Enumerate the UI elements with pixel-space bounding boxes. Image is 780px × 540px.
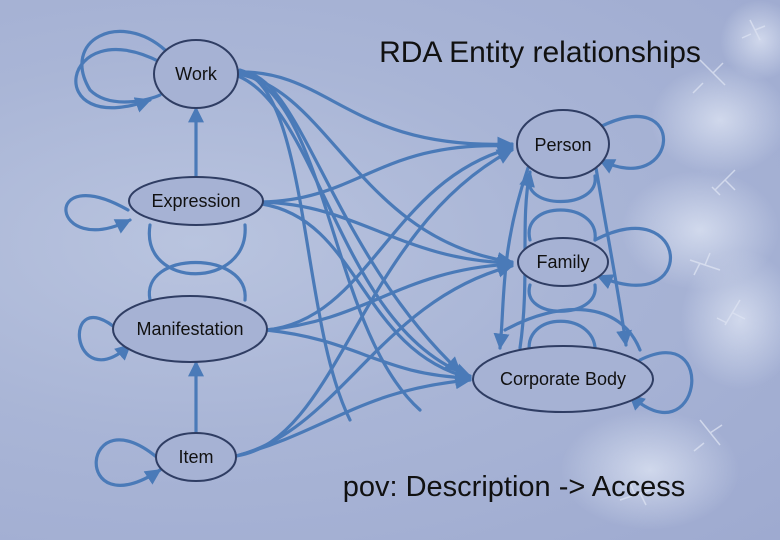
work-self-loop [74,48,162,113]
work-to-corporate-edge [236,74,472,379]
person-family-loop-a [527,174,597,203]
family-to-corporate-cross [503,307,642,352]
work-to-person-edge [236,70,514,153]
person-to-corporate-edge-right [594,166,633,347]
node-family[interactable]: Family [517,237,609,287]
manifestation-to-person-edge [264,143,514,332]
work-long-curve-b [238,70,422,412]
expression-to-corporate-edge [260,202,472,383]
background-fractal-decoration [560,0,780,530]
work-long-curve-a [238,68,352,422]
node-manifestation-label: Manifestation [136,319,243,339]
family-self-loop [593,226,673,290]
item-to-family-edge [234,261,514,458]
node-manifestation[interactable]: Manifestation [112,295,268,363]
person-family-loop-b [527,208,597,242]
family-corporate-loop-a [527,283,597,313]
node-work[interactable]: Work [153,39,239,109]
expression-manifestation-loop-b [147,261,247,302]
item-to-corporate-edge [234,373,472,458]
node-corporate-body[interactable]: Corporate Body [472,345,654,413]
node-expression[interactable]: Expression [128,176,264,226]
expression-to-family-edge [260,200,514,271]
expression-to-person-edge [260,137,514,204]
node-person-label: Person [534,135,591,155]
expression-manifestation-loop-a [147,223,247,276]
node-work-label: Work [175,64,218,84]
manifestation-self-loop [77,315,132,362]
diagram-title: RDA Entity relationships [379,36,701,69]
node-family-label: Family [537,252,590,272]
person-self-loop [596,114,666,174]
relationship-edges [64,30,694,487]
expression-self-loop [64,194,132,234]
manifestation-to-corporate-edge [264,328,472,386]
corporate-body-self-loop [628,351,694,414]
family-corporate-loop-b [527,319,597,357]
item-self-loop [94,438,162,487]
diagram-subtitle: pov: Description -> Access [343,471,686,503]
node-item[interactable]: Item [155,432,237,482]
manifestation-to-family-edge [264,256,514,332]
node-expression-label: Expression [151,191,240,211]
node-person[interactable]: Person [516,109,610,179]
node-item-label: Item [178,447,213,467]
node-corporate-body-label: Corporate Body [500,369,626,389]
work-loop-top [80,30,167,104]
